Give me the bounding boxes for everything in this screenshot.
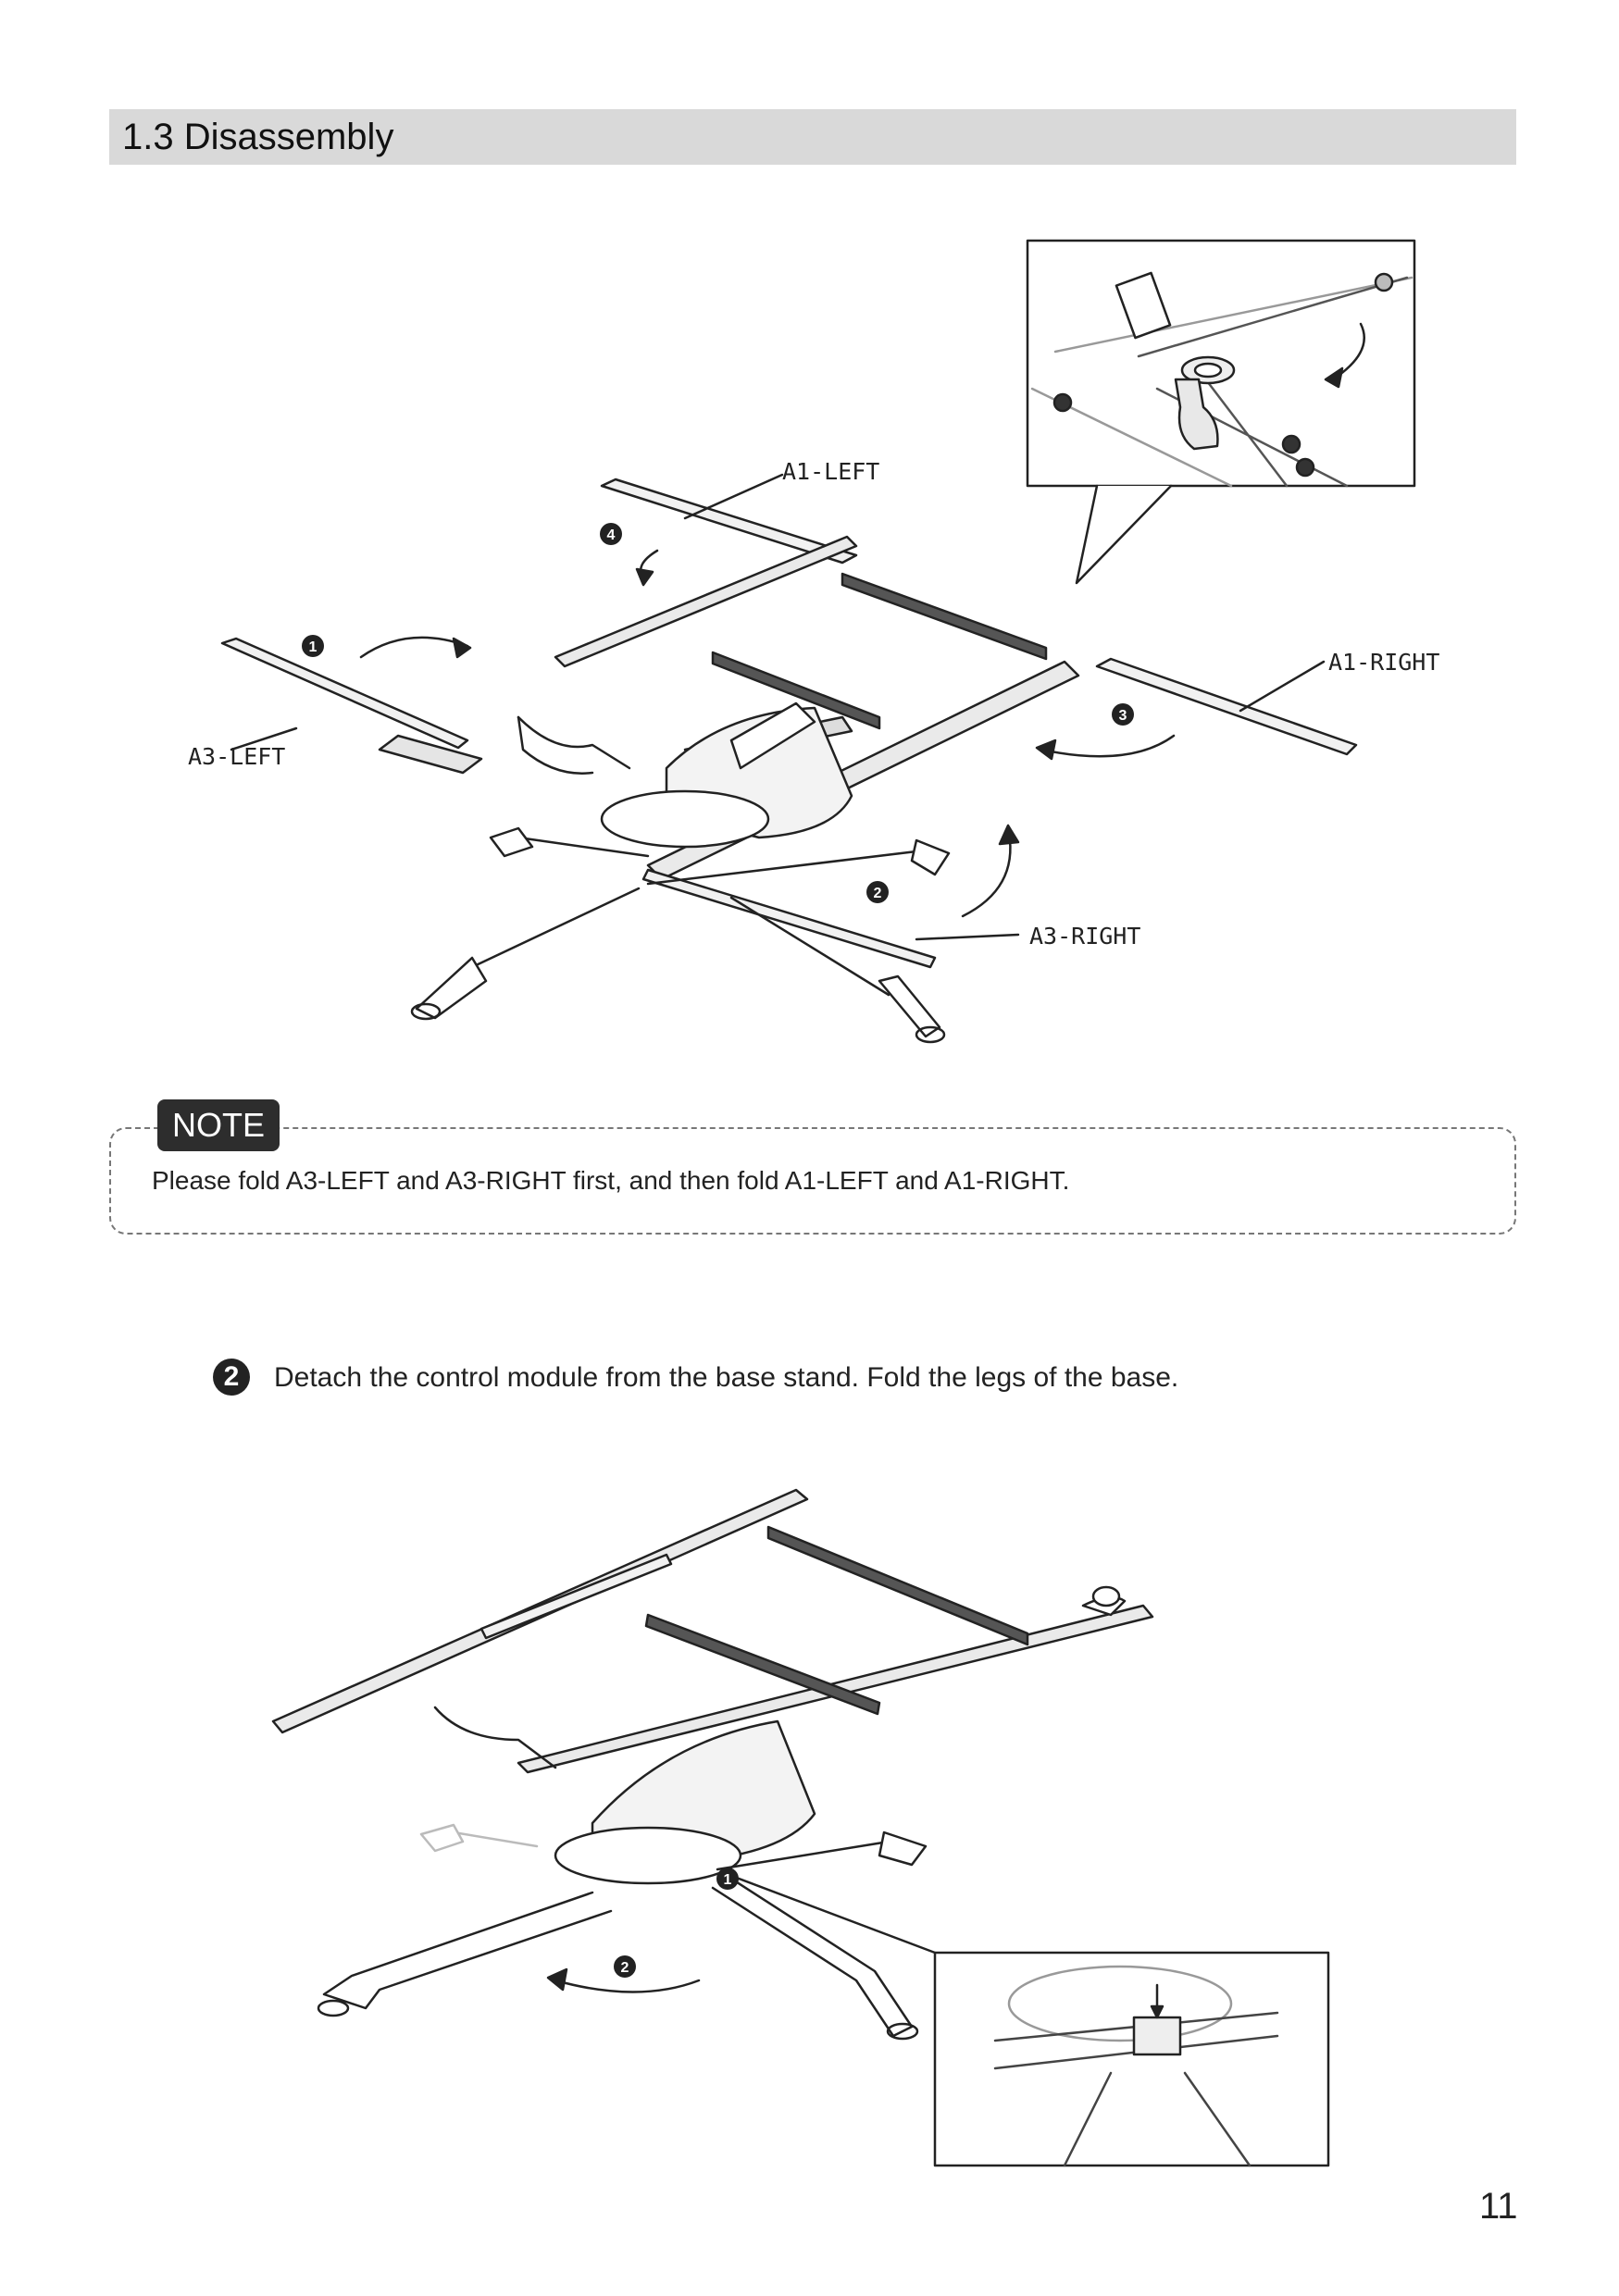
label-a1-left: A1-LEFT [782,458,879,485]
svg-text:3: 3 [1119,708,1127,724]
disassembly-diagram-2: 1 2 [271,1488,1330,2167]
detail-inset-leg-lock [725,1872,1330,2167]
disassembly-diagram-1: A1-LEFT A1-RIGHT A3-LEFT A3-RIGHT 1 2 3 … [188,239,1439,1044]
page-number: 11 [1479,2186,1518,2227]
step-marker-2: 2 [866,881,889,903]
rail-a1-left [554,478,858,668]
svg-text:1: 1 [309,639,318,655]
step-marker-4: 4 [600,523,622,545]
section-title: 1.3 Disassembly [122,117,394,157]
label-a3-left: A3-LEFT [188,743,285,770]
note-box [109,1127,1516,1235]
rail-a3-left [220,637,469,750]
note-badge: NOTE [157,1099,280,1151]
step-2-text: Detach the control module from the base … [274,1362,1179,1393]
section-header: 1.3 Disassembly [109,109,1516,165]
note-text: Please fold A3-LEFT and A3-RIGHT first, … [152,1166,1070,1195]
svg-text:1: 1 [724,1872,732,1888]
step-2-number: 2 [213,1359,250,1396]
label-a1-right: A1-RIGHT [1328,649,1439,676]
step-marker-3: 3 [1112,703,1134,726]
rail-a1-right [1095,657,1358,756]
label-a3-right: A3-RIGHT [1029,923,1140,949]
step-marker-1: 1 [302,635,324,657]
step-marker-fig2-1: 1 [716,1868,739,1890]
svg-text:4: 4 [607,527,616,543]
svg-text:2: 2 [874,886,882,901]
svg-text:2: 2 [621,1960,629,1976]
rail-a3-right [641,868,937,969]
detail-inset-release-button [1026,239,1416,585]
step-marker-fig2-2: 2 [614,1955,636,1978]
